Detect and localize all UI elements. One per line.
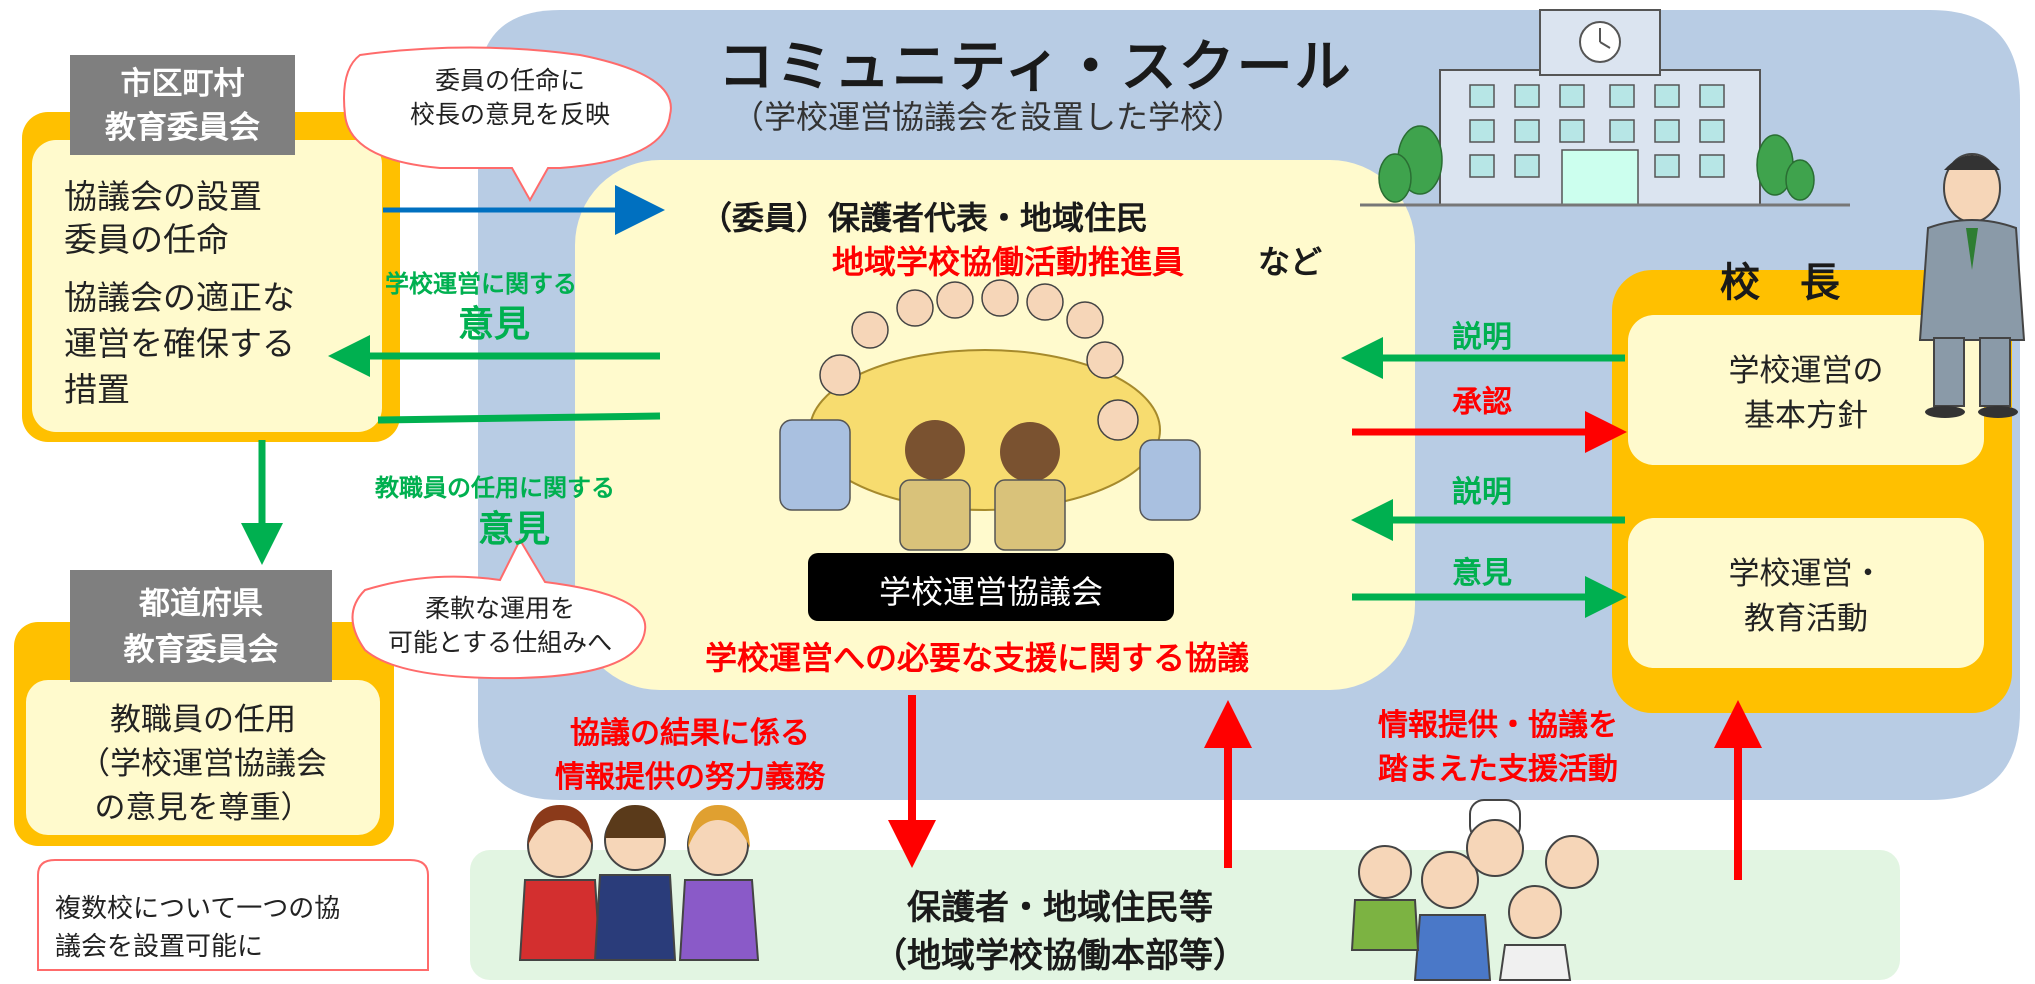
community-line2: （地域学校協働本部等） bbox=[873, 936, 1247, 976]
council-members-line1: （委員）保護者代表・地域住民 bbox=[700, 199, 1149, 237]
bubble-multiple-line1: 複数校について一つの協 bbox=[55, 894, 341, 924]
municipal-item-5: 措置 bbox=[64, 370, 130, 409]
info-duty-line2: 情報提供の努力義務 bbox=[555, 760, 825, 795]
council-members-red: 地域学校協働活動推進員 bbox=[832, 243, 1185, 281]
bubble-appointment bbox=[343, 46, 672, 203]
principal-policy-line2: 基本方針 bbox=[1744, 398, 1868, 434]
principal-policy-line1: 学校運営の bbox=[1728, 353, 1884, 389]
label-approve: 承認 bbox=[1452, 385, 1512, 420]
principal-title: 校 長 bbox=[1720, 260, 1840, 306]
principal-policy-box bbox=[1628, 315, 1984, 465]
arrow-staff-opinion bbox=[377, 412, 661, 424]
municipal-item-3: 協議会の適正な bbox=[64, 278, 295, 317]
school-building-illustration bbox=[1360, 9, 1850, 207]
title-sub: （学校運営協議会を設置した学校） bbox=[732, 98, 1245, 136]
council-discussion: 学校運営への必要な支援に関する協議 bbox=[705, 639, 1250, 677]
prefectural-item-3: の意見を尊重） bbox=[94, 790, 312, 826]
prefectural-inner bbox=[26, 680, 380, 835]
bubble-appointment-line1: 委員の任命に bbox=[434, 66, 585, 95]
bubble-flexible-line2: 可能とする仕組みへ bbox=[387, 628, 613, 657]
municipal-header bbox=[70, 55, 295, 155]
municipal-item-2: 委員の任命 bbox=[64, 220, 229, 259]
prefectural-header bbox=[70, 570, 332, 682]
municipal-inner bbox=[32, 140, 382, 432]
bubble-flexible bbox=[351, 537, 647, 680]
council-name-box bbox=[808, 553, 1174, 621]
bubble-multiple bbox=[37, 859, 429, 971]
municipal-header-line2: 教育委員会 bbox=[105, 110, 260, 146]
label-staff-big: 意見 bbox=[478, 509, 551, 550]
municipal-header-line1: 市区町村 bbox=[120, 66, 245, 102]
municipal-item-4: 運営を確保する bbox=[64, 324, 295, 363]
council-members-suffix: など bbox=[1258, 243, 1323, 281]
title-main: コミュニティ・スクール bbox=[718, 35, 1353, 100]
principal-activity-box bbox=[1628, 518, 1984, 668]
bubble-appointment-line2: 校長の意見を反映 bbox=[409, 100, 610, 129]
prefectural-item-2: （学校運営協議会 bbox=[79, 746, 327, 782]
prefectural-header-line1: 都道府県 bbox=[139, 586, 263, 622]
community-people-illustration bbox=[1350, 799, 1599, 981]
label-staff-small: 教職員の任用に関する bbox=[375, 474, 615, 502]
council-name-label: 学校運営協議会 bbox=[878, 573, 1103, 611]
label-school-ops-big: 意見 bbox=[458, 304, 531, 345]
bubble-flexible-line1: 柔軟な運用を bbox=[424, 594, 575, 623]
principal-person-illustration bbox=[1918, 153, 2026, 418]
parents-illustration bbox=[518, 805, 760, 961]
prefectural-header-line2: 教育委員会 bbox=[123, 632, 279, 668]
bubble-multiple-line2: 議会を設置可能に bbox=[55, 932, 264, 962]
info-duty-line1: 協議の結果に係る bbox=[570, 716, 810, 751]
label-opinion: 意見 bbox=[1452, 556, 1512, 591]
principal-activity-line1: 学校運営・ bbox=[1728, 556, 1884, 592]
meeting-illustration bbox=[779, 279, 1201, 551]
label-school-ops-small: 学校運営に関する bbox=[385, 270, 577, 298]
community-line1: 保護者・地域住民等 bbox=[907, 888, 1213, 928]
support-line2: 踏まえた支援活動 bbox=[1378, 752, 1618, 787]
prefectural-item-1: 教職員の任用 bbox=[110, 702, 296, 738]
label-explain2: 説明 bbox=[1452, 475, 1512, 510]
municipal-item-1: 協議会の設置 bbox=[64, 177, 262, 216]
support-line1: 情報提供・協議を bbox=[1378, 708, 1618, 743]
principal-activity-line2: 教育活動 bbox=[1744, 601, 1868, 637]
label-explain1: 説明 bbox=[1452, 320, 1512, 355]
